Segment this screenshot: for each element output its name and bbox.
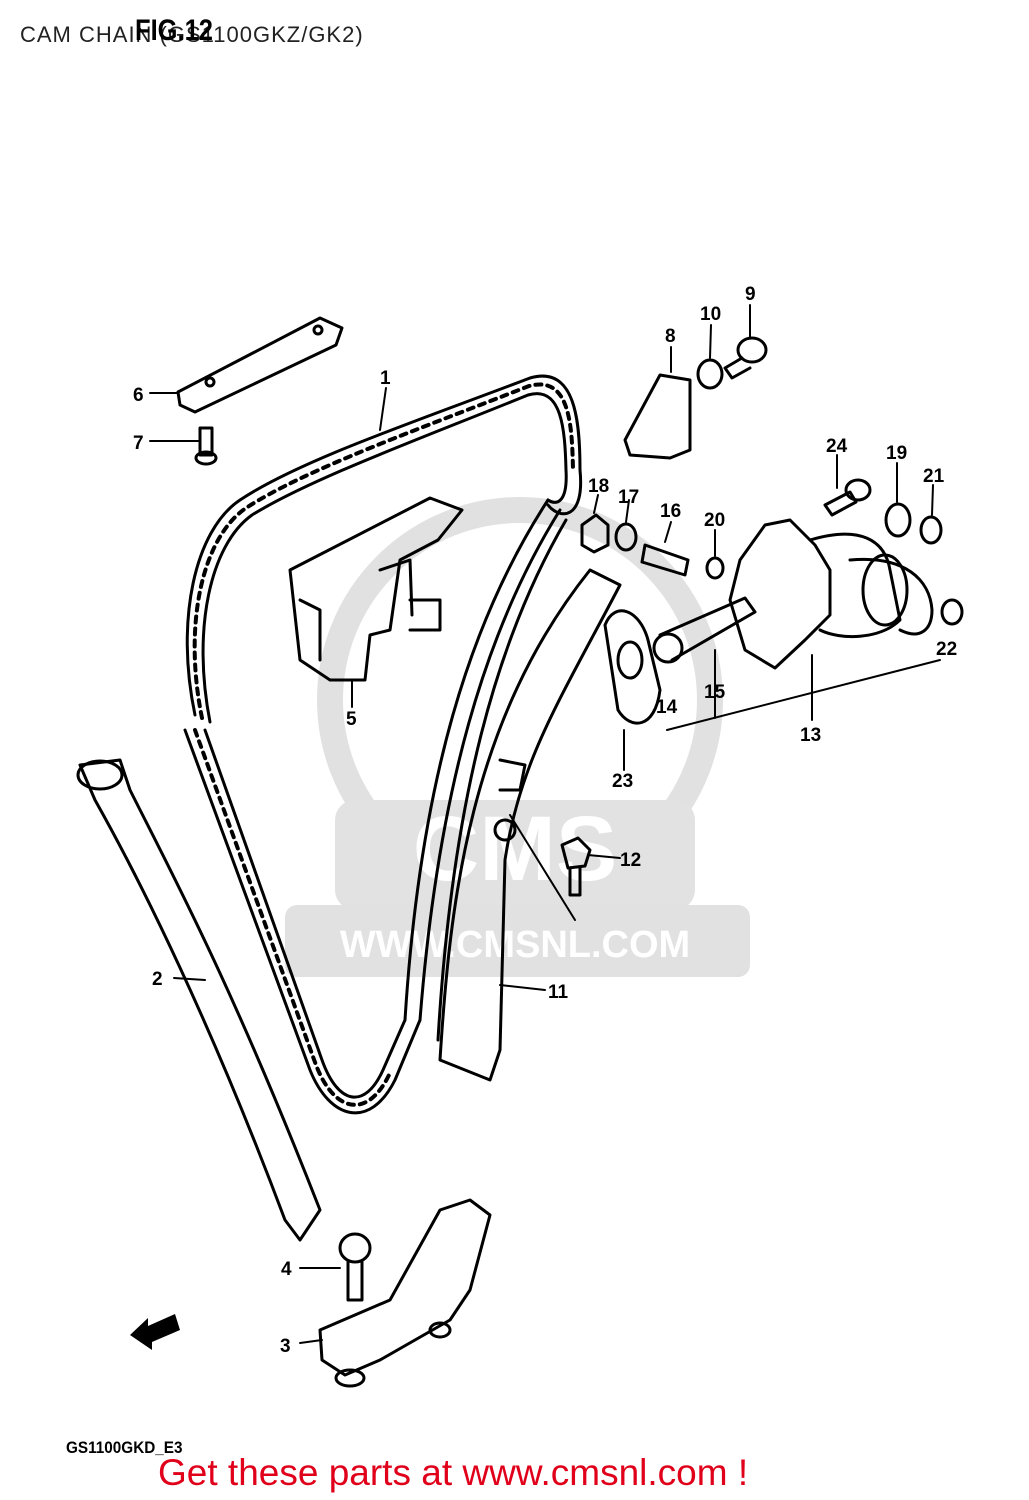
tensioner-gasket [603,609,662,725]
callout-13: 13 [800,725,821,746]
callout-6: 6 [133,385,144,406]
spring-16 [640,543,690,577]
figure-label: FIG.12 [135,14,213,47]
front-arrow-icon [130,1314,180,1350]
bolt-24 [823,478,872,517]
bolt-12 [560,836,592,897]
callout-23: 23 [612,771,633,792]
callout-18: 18 [588,476,609,497]
callout-11: 11 [548,982,569,1003]
chain-tensioner-guide [438,568,622,1082]
callout-1: 1 [380,368,391,389]
get-parts-link[interactable]: Get these parts at www.cmsnl.com ! [158,1452,749,1493]
washer-17 [614,522,638,552]
callout-numbers: 1 2 3 4 5 6 7 8 9 10 11 12 13 14 15 16 1… [133,284,957,1357]
page-title: CAM CHAIN (GS1100GKZ/GK2) [20,22,364,47]
callout-24: 24 [826,436,848,457]
callout-8: 8 [665,326,676,347]
cam-chain [183,374,583,1115]
tensioner-cover [623,373,692,460]
callout-7: 7 [133,433,144,454]
bolt-7 [194,426,218,466]
callout-14: 14 [656,697,678,718]
chain-guide-no2 [76,758,322,1242]
callout-10: 10 [700,304,721,325]
callout-19: 19 [886,443,907,464]
oring-19 [884,502,912,538]
callout-3: 3 [280,1336,291,1357]
model-code-label: GS1100GKD_E3 [66,1438,183,1457]
nut-21 [919,515,943,545]
leader-lines [149,304,941,1344]
callout-15: 15 [704,682,726,703]
callout-4: 4 [281,1259,292,1280]
callout-2: 2 [152,969,163,990]
callout-20: 20 [704,510,725,531]
nut-18 [580,513,610,554]
callout-22: 22 [936,639,957,660]
callout-21: 21 [923,466,945,487]
washer-10 [696,358,724,390]
chain-guide-no3 [318,1198,492,1388]
cmsnl-watermark: CMS WWW.CMSNL.COM [285,497,750,977]
chain-guide-no6 [176,316,344,414]
callout-16: 16 [660,501,681,522]
cap-22 [940,598,964,626]
callout-17: 17 [618,487,639,508]
callout-12: 12 [620,850,641,871]
bolt-4 [338,1232,372,1302]
chain-guide-no5 [288,496,464,682]
callout-9: 9 [745,284,756,305]
callout-5: 5 [346,709,357,730]
tensioner-assembly [652,518,934,670]
watermark-url-text: WWW.CMSNL.COM [340,924,690,966]
oring-20 [705,556,725,580]
bolt-9 [723,336,768,380]
